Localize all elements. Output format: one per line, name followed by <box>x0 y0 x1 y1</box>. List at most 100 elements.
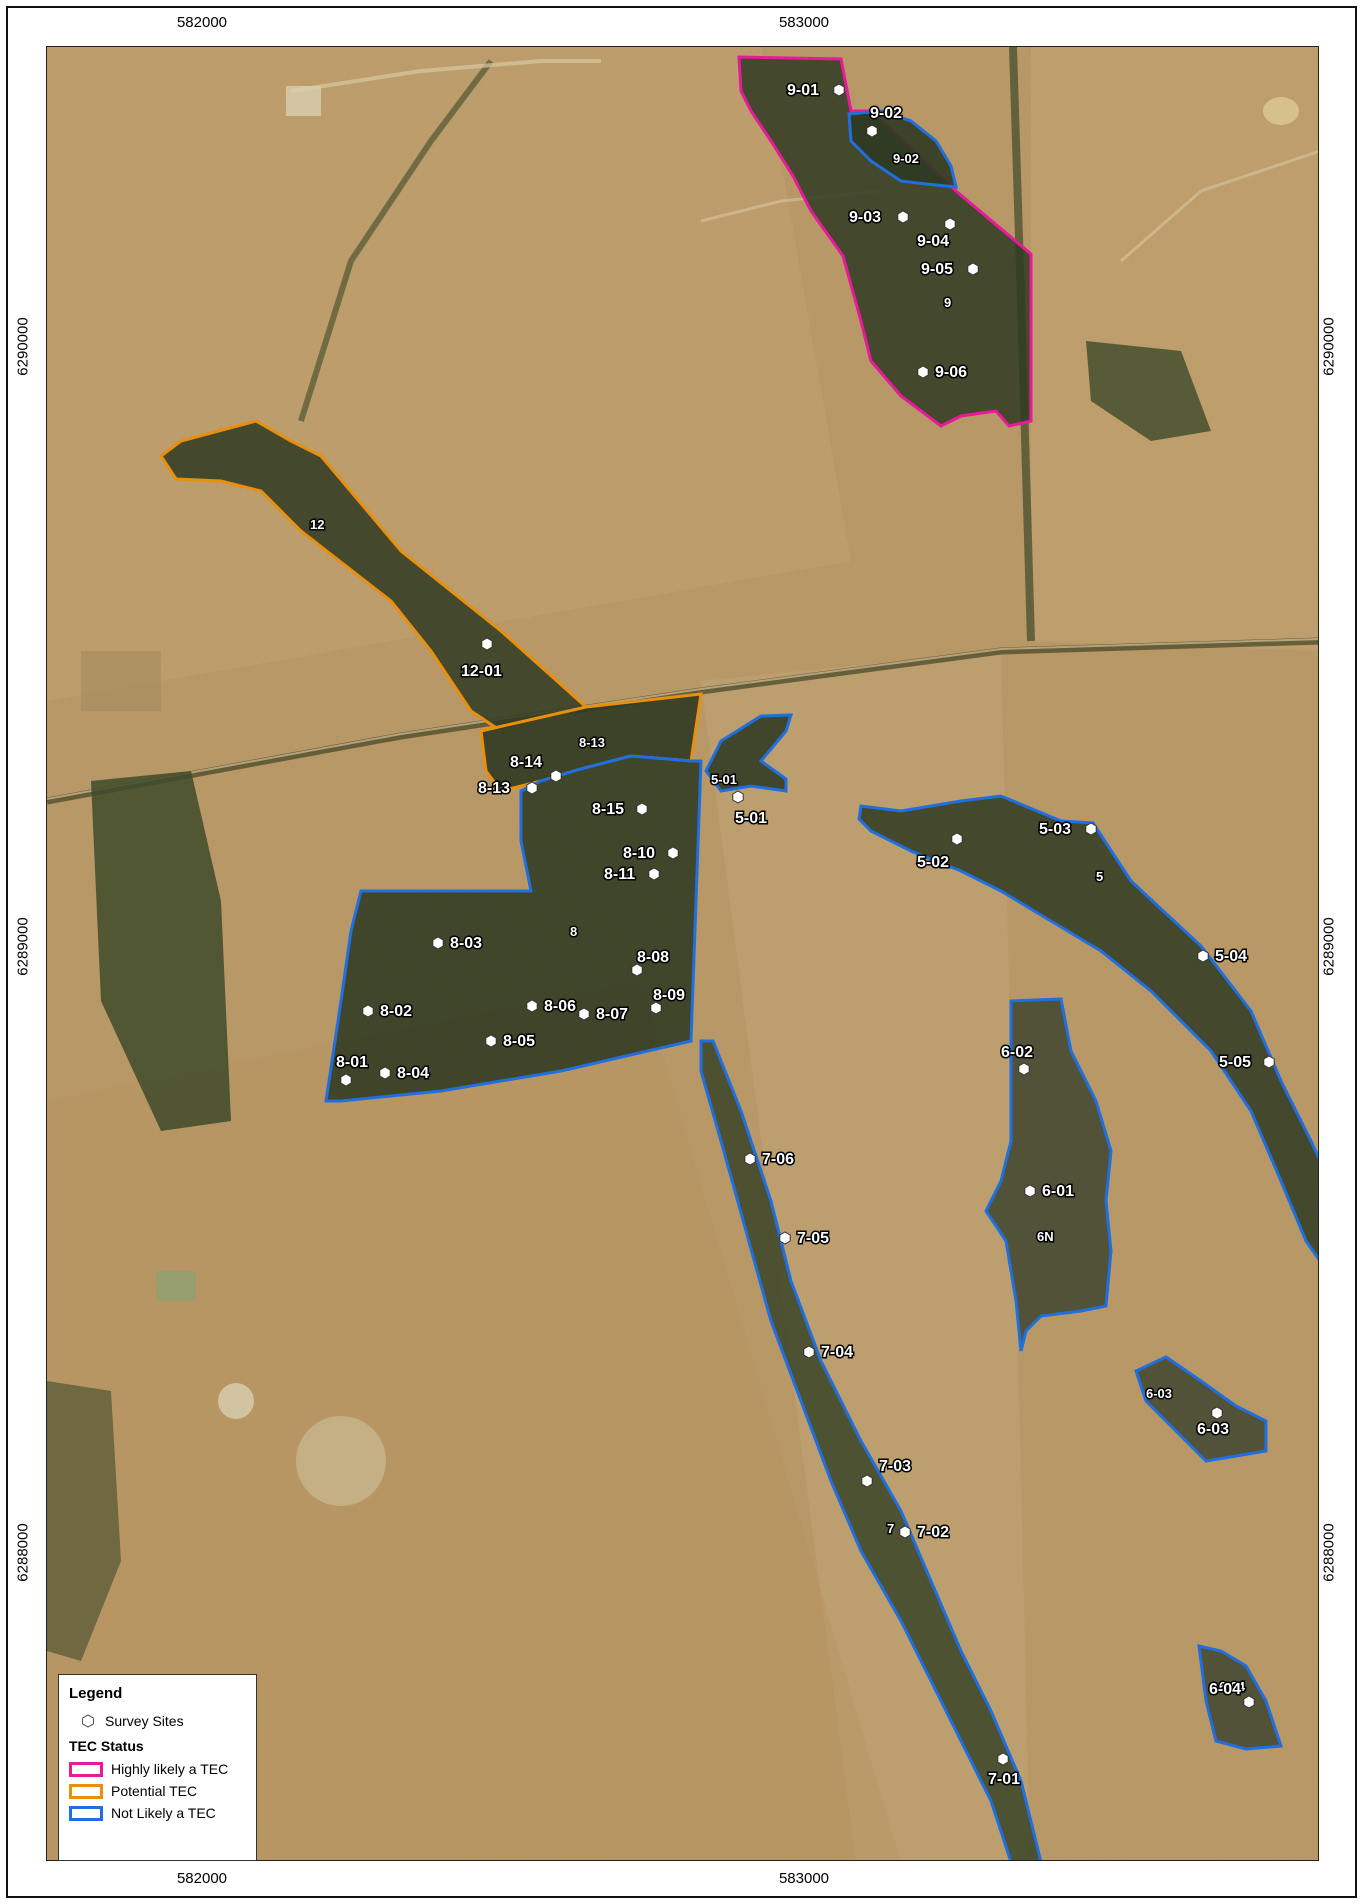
survey-site-marker[interactable] <box>1243 1695 1255 1709</box>
survey-site-marker[interactable] <box>526 999 538 1013</box>
y-coord-left-6289000: 6289000 <box>14 917 32 976</box>
dam <box>286 86 321 116</box>
survey-site-marker[interactable] <box>362 1004 374 1018</box>
survey-site-marker[interactable] <box>1211 1406 1223 1420</box>
y-coord-left-6290000: 6290000 <box>14 317 32 376</box>
legend-item-potential: Potential TEC <box>69 1780 246 1802</box>
dam <box>156 1271 196 1301</box>
survey-site-label: 9-01 <box>787 82 819 99</box>
survey-site-marker[interactable] <box>650 1001 662 1015</box>
survey-site-label: 8-09 <box>653 987 685 1004</box>
survey-site-marker[interactable] <box>1263 1055 1275 1069</box>
legend-swatch-blue <box>69 1805 103 1821</box>
survey-site-label: 7-01 <box>988 1771 1020 1788</box>
survey-site-label: 9-03 <box>849 209 881 226</box>
survey-site-label: 8-08 <box>637 949 669 966</box>
tec-area-5-not-likely[interactable] <box>857 794 1319 1261</box>
hexagon-icon <box>82 1714 94 1728</box>
survey-site-marker[interactable] <box>481 637 493 651</box>
area-label-6n: 6N <box>1037 1229 1054 1244</box>
survey-site-label: 9-06 <box>935 364 967 381</box>
survey-site-marker[interactable] <box>1085 822 1097 836</box>
area-label-12: 12 <box>310 517 324 532</box>
survey-site-marker[interactable] <box>917 365 929 379</box>
field-patch <box>47 47 851 701</box>
survey-site-marker[interactable] <box>779 1231 791 1245</box>
survey-site-marker[interactable] <box>967 262 979 276</box>
survey-site-marker[interactable] <box>744 1152 756 1166</box>
area-label-9-02: 9-02 <box>893 151 919 166</box>
legend-item-highly-likely: Highly likely a TEC <box>69 1758 246 1780</box>
survey-site-label: 5-01 <box>735 810 767 827</box>
survey-site-label: 6-01 <box>1042 1183 1074 1200</box>
survey-site-label: 8-03 <box>450 935 482 952</box>
x-coord-top-583000: 583000 <box>778 14 830 31</box>
survey-site-label: 7-02 <box>917 1524 949 1541</box>
area-label-8-13: 8-13 <box>579 735 605 750</box>
survey-site-label: 8-02 <box>380 1003 412 1020</box>
survey-site-label: 6-03 <box>1197 1421 1229 1438</box>
survey-site-marker[interactable] <box>648 867 660 881</box>
survey-site-marker[interactable] <box>1024 1184 1036 1198</box>
tec-area-6n-not-likely[interactable] <box>984 997 1113 1352</box>
vegetation-patch <box>1086 341 1211 441</box>
survey-site-marker[interactable] <box>1018 1062 1030 1076</box>
tec-area-6-03-not-likely[interactable] <box>1134 1355 1268 1463</box>
survey-site-marker[interactable] <box>866 124 878 138</box>
survey-site-marker[interactable] <box>803 1345 815 1359</box>
area-label-5-01: 5-01 <box>711 772 737 787</box>
survey-site-label: 7-03 <box>879 1458 911 1475</box>
survey-site-label: 9-05 <box>921 261 953 278</box>
survey-site-label: 8-11 <box>604 866 635 883</box>
survey-site-label: 9-02 <box>870 105 902 122</box>
tec-area-6-04-not-likely[interactable] <box>1197 1644 1284 1751</box>
track <box>290 59 601 93</box>
tec-area-8-not-likely[interactable] <box>324 754 703 1103</box>
survey-site-marker[interactable] <box>951 832 963 846</box>
survey-site-marker[interactable] <box>732 790 744 804</box>
road <box>47 638 1318 800</box>
survey-site-marker[interactable] <box>379 1066 391 1080</box>
area-label-7: 7 <box>887 1521 894 1536</box>
survey-site-label: 5-02 <box>917 854 949 871</box>
survey-site-marker[interactable] <box>899 1525 911 1539</box>
tec-area-5-01-not-likely[interactable] <box>704 713 794 793</box>
legend-item-label: Not Likely a TEC <box>111 1805 216 1821</box>
survey-site-label: 8-13 <box>478 780 510 797</box>
survey-site-marker[interactable] <box>997 1752 1009 1766</box>
survey-site-label: 9-04 <box>917 233 949 250</box>
survey-site-label: 5-04 <box>1215 948 1247 965</box>
survey-site-label: 8-01 <box>336 1054 368 1071</box>
survey-site-marker[interactable] <box>432 936 444 950</box>
survey-site-label: 8-07 <box>596 1006 628 1023</box>
x-coord-top-582000: 582000 <box>176 14 228 31</box>
aerial-map[interactable]: 9 9-02 12 8-13 8 5-01 5 6N 6-03 7 6-04 9… <box>46 46 1319 1861</box>
survey-site-label: 12-01 <box>461 663 502 680</box>
area-label-9: 9 <box>944 295 951 310</box>
legend-item-label: Potential TEC <box>111 1783 198 1799</box>
legend-item-not-likely: Not Likely a TEC <box>69 1802 246 1824</box>
survey-site-marker[interactable] <box>636 802 648 816</box>
survey-site-marker[interactable] <box>944 217 956 231</box>
survey-site-marker[interactable] <box>833 83 845 97</box>
survey-site-marker[interactable] <box>550 769 562 783</box>
survey-site-marker[interactable] <box>340 1073 352 1087</box>
survey-site-marker[interactable] <box>526 781 538 795</box>
survey-site-marker[interactable] <box>631 963 643 977</box>
survey-site-label: 8-05 <box>503 1033 535 1050</box>
tec-area-7-not-likely[interactable] <box>699 1039 1043 1861</box>
survey-site-marker[interactable] <box>485 1034 497 1048</box>
survey-site-label: 8-04 <box>397 1065 429 1082</box>
survey-site-label: 8-06 <box>544 998 576 1015</box>
survey-site-marker[interactable] <box>1197 949 1209 963</box>
survey-site-marker[interactable] <box>667 846 679 860</box>
field-patch <box>1031 47 1318 651</box>
survey-site-marker[interactable] <box>897 210 909 224</box>
legend-survey-sites: Survey Sites <box>69 1710 246 1732</box>
survey-site-marker[interactable] <box>578 1007 590 1021</box>
area-label-5: 5 <box>1096 869 1103 884</box>
road-treeline <box>47 637 1318 805</box>
survey-site-marker[interactable] <box>861 1474 873 1488</box>
farmstead <box>81 651 161 711</box>
track <box>1120 150 1318 263</box>
